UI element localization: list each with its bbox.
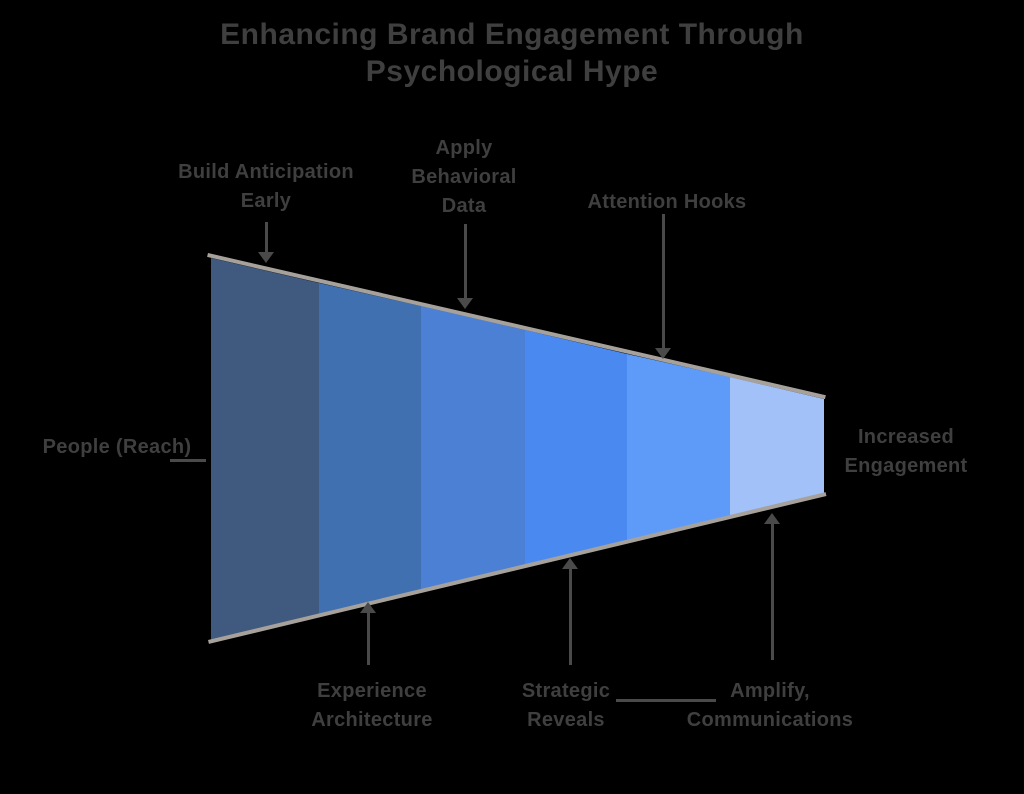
leader-line-top-middle <box>464 224 467 298</box>
label-bottom-middle: Strategic Reveals <box>522 677 610 735</box>
arrowhead-down-icon <box>655 348 671 359</box>
arrowhead-down-icon <box>258 252 274 263</box>
label-line: Experience <box>317 680 427 702</box>
label-top-left: Build Anticipation Early <box>178 158 354 216</box>
leader-line-bottom-middle <box>569 569 572 665</box>
label-line: Data <box>441 195 487 217</box>
label-line: Build Anticipation <box>178 161 354 183</box>
label-line: Reveals <box>527 709 605 731</box>
label-line: Early <box>240 190 292 212</box>
leader-line-bottom-right <box>771 524 774 660</box>
label-bottom-left: Experience Architecture <box>311 677 432 735</box>
funnel-stage-1 <box>211 258 319 641</box>
label-top-middle: Apply Behavioral Data <box>411 134 516 221</box>
label-left: People (Reach) <box>43 433 192 462</box>
funnel-stage-4 <box>525 330 627 566</box>
arrowhead-up-icon <box>764 513 780 524</box>
diagram-title-line2: Psychological Hype <box>365 55 659 88</box>
arrowhead-down-icon <box>457 298 473 309</box>
arrowhead-up-icon <box>360 602 376 613</box>
label-line: Behavioral <box>411 166 517 188</box>
label-line: Communications <box>686 709 854 731</box>
funnel-stage-3 <box>421 306 525 591</box>
label-line: Engagement <box>844 455 968 477</box>
leader-line-left <box>170 459 206 462</box>
label-line: Amplify, <box>730 680 810 702</box>
leader-line-top-left <box>265 222 268 252</box>
label-bottom-right: Amplify, Communications <box>687 677 853 735</box>
label-line: People (Reach) <box>42 436 192 458</box>
leader-line-top-right <box>662 214 665 348</box>
label-line: Attention Hooks <box>587 191 747 213</box>
funnel-stage-2 <box>319 283 421 615</box>
label-line: Increased <box>857 426 955 448</box>
funnel-stage-5 <box>627 354 730 541</box>
label-line: Strategic <box>521 680 611 702</box>
leader-line-bottom-left <box>367 613 370 665</box>
label-line: Architecture <box>311 709 433 731</box>
label-right: Increased Engagement <box>844 423 967 481</box>
diagram-title-line1: Enhancing Brand Engagement Through <box>220 18 804 51</box>
diagram-title: Enhancing Brand Engagement Through Psych… <box>0 16 1024 90</box>
funnel-stage-6 <box>730 377 824 517</box>
connector-line-bottom <box>616 699 716 702</box>
label-line: Apply <box>435 137 493 159</box>
label-top-right: Attention Hooks <box>588 188 747 217</box>
arrowhead-up-icon <box>562 558 578 569</box>
